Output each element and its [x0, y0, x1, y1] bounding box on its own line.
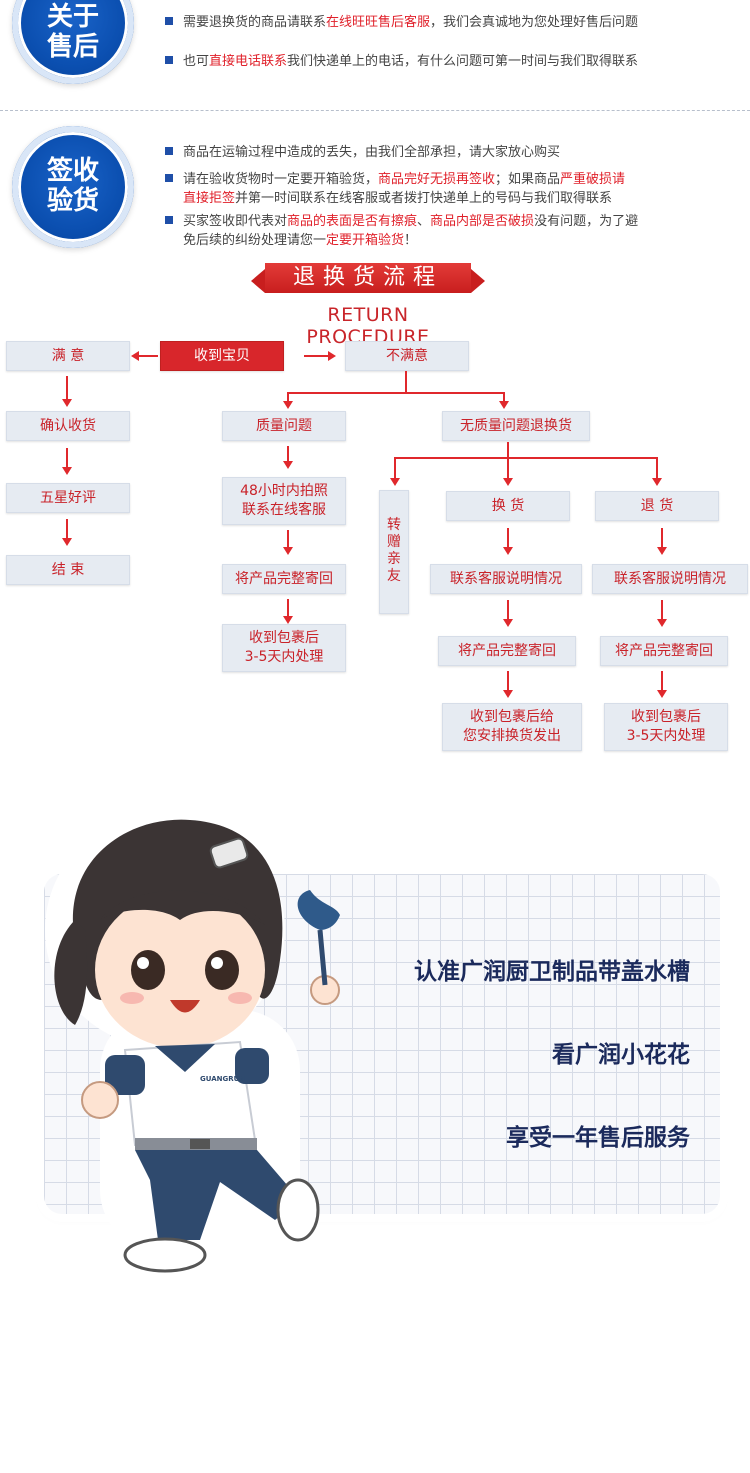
- arrow-line: [287, 530, 289, 548]
- slogan-1: 认准广润厨卫制品带盖水槽: [414, 959, 690, 985]
- mascot-girl-illustration: [45, 812, 340, 1273]
- bullet-square-icon: [165, 147, 173, 155]
- arrow-line: [661, 600, 663, 620]
- arrow-down-icon: [62, 467, 72, 475]
- step-satisfied: 满 意: [6, 341, 130, 371]
- sign-line-2: 请在验收货物时一定要开箱验货，商品完好无损再签收；如果商品严重破损请直接拒签并第…: [165, 170, 735, 208]
- arrow-down-icon: [283, 616, 293, 624]
- arrow-line: [287, 446, 289, 462]
- after-sales-line-1: 需要退换货的商品请联系在线旺旺售后客服，我们会真诚地为您处理好售后问题: [165, 13, 750, 32]
- section-divider: [0, 110, 750, 111]
- step-process: 收到包裹后 3-5天内处理: [222, 624, 346, 672]
- arrow-line: [394, 457, 658, 459]
- after-sales-line-2: 也可直接电话联系我们快递单上的电话，有什么问题可第一时间与我们取得联系: [165, 52, 750, 71]
- arrow-to-unsatisfied: [304, 355, 328, 357]
- arrow-line: [507, 457, 509, 479]
- after-sales-badge: 关于 售后: [12, 0, 134, 84]
- arrow-line: [287, 599, 289, 617]
- sign-inspect-badge: 签收 验货: [12, 126, 134, 248]
- step-refund-process: 收到包裹后 3-5天内处理: [604, 703, 728, 751]
- arrow-line: [405, 371, 407, 393]
- step-end: 结 束: [6, 555, 130, 585]
- arrow-left-icon: [131, 351, 139, 361]
- step-exchange-contact: 联系客服说明情况: [430, 564, 582, 594]
- arrow-down-icon: [503, 547, 513, 555]
- arrow-down-icon: [283, 547, 293, 555]
- arrow-down-icon: [657, 619, 667, 627]
- step-photo-contact: 48小时内拍照 联系在线客服: [222, 477, 346, 525]
- sign-line-1: 商品在运输过程中造成的丢失，由我们全部承担，请大家放心购买: [165, 143, 750, 162]
- arrow-down-icon: [499, 401, 509, 409]
- bullet-square-icon: [165, 216, 173, 224]
- step-exchange-send: 将产品完整寄回: [438, 636, 576, 666]
- step-send-back: 将产品完整寄回: [222, 564, 346, 594]
- arrow-down-icon: [503, 690, 513, 698]
- arrow-down-icon: [503, 478, 513, 486]
- arrow-down-icon: [62, 399, 72, 407]
- arrow-down-icon: [283, 461, 293, 469]
- arrow-line: [507, 442, 509, 458]
- arrow-line: [503, 392, 505, 402]
- slogan-2: 看广润小花花: [552, 1042, 690, 1068]
- step-received: 收到宝贝: [160, 341, 284, 371]
- step-quality-issue: 质量问题: [222, 411, 346, 441]
- arrow-down-icon: [657, 690, 667, 698]
- arrow-down-icon: [503, 619, 513, 627]
- sign-line-3: 买家签收即代表对商品的表面是否有擦痕、商品内部是否破损没有问题，为了避免后续的纠…: [165, 212, 745, 250]
- step-unsatisfied: 不满意: [345, 341, 469, 371]
- arrow-down-icon: [657, 547, 667, 555]
- arrow-line: [287, 392, 505, 394]
- arrow-line: [66, 519, 68, 539]
- shirt-logo: GUANGRUN: [200, 1075, 246, 1083]
- arrow-line: [507, 671, 509, 691]
- arrow-line: [66, 448, 68, 468]
- arrow-line: [656, 457, 658, 479]
- step-exchange-ship: 收到包裹后给 您安排换货发出: [442, 703, 582, 751]
- arrow-down-icon: [62, 538, 72, 546]
- bullet-square-icon: [165, 174, 173, 182]
- arrow-line: [661, 528, 663, 548]
- arrow-line: [66, 376, 68, 400]
- arrow-line: [287, 392, 289, 402]
- step-refund-send: 将产品完整寄回: [600, 636, 728, 666]
- arrow-down-icon: [390, 478, 400, 486]
- arrow-line: [507, 600, 509, 620]
- arrow-right-icon: [328, 351, 336, 361]
- badge-line-1: 关于: [46, 2, 99, 32]
- badge-line-2: 验货: [46, 186, 99, 216]
- arrow-down-icon: [283, 401, 293, 409]
- arrow-line: [507, 528, 509, 548]
- arrow-down-icon: [652, 478, 662, 486]
- arrow-line: [394, 457, 396, 479]
- badge-line-1: 签收: [46, 156, 99, 186]
- step-no-quality: 无质量问题退换货: [442, 411, 590, 441]
- step-exchange: 换 货: [446, 491, 570, 521]
- bullet-square-icon: [165, 17, 173, 25]
- slogan-3: 享受一年售后服务: [506, 1125, 690, 1151]
- step-confirm: 确认收货: [6, 411, 130, 441]
- step-gift-friends: 转赠亲友: [379, 490, 409, 614]
- arrow-line: [661, 671, 663, 691]
- arrow-to-satisfied: [138, 355, 158, 357]
- badge-line-2: 售后: [46, 32, 99, 62]
- step-five-star: 五星好评: [6, 483, 130, 513]
- bullet-square-icon: [165, 56, 173, 64]
- step-refund-contact: 联系客服说明情况: [592, 564, 748, 594]
- step-refund: 退 货: [595, 491, 719, 521]
- procedure-title: 退换货流程: [251, 263, 485, 293]
